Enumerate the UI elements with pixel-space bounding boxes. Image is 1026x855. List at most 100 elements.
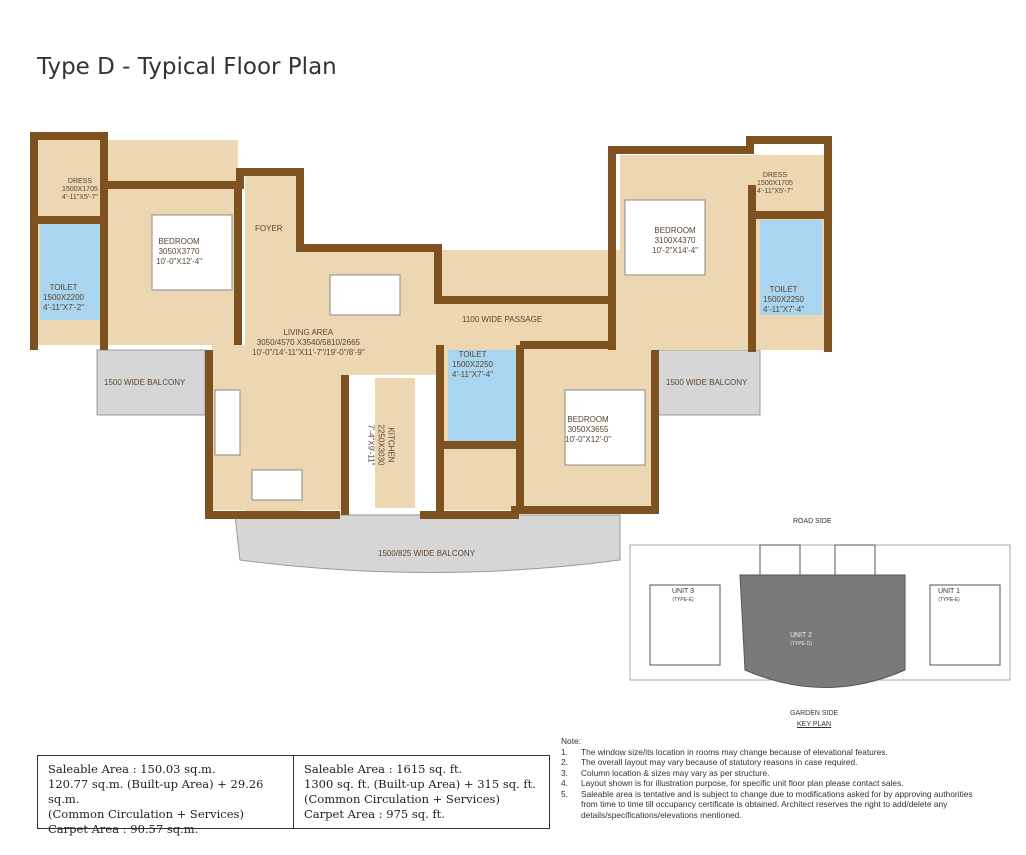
note-text: The overall layout may vary because of s… bbox=[581, 757, 858, 767]
note-text: Saleable area is tentative and is subjec… bbox=[581, 788, 973, 820]
note-text: Column location & sizes may vary as per … bbox=[581, 767, 770, 778]
label-line: 4'-11"X7'-4" bbox=[763, 305, 805, 314]
label-line: 10'-0"X12'-0" bbox=[565, 435, 612, 444]
balcony-left bbox=[96, 349, 206, 416]
label-line: 10'-0"/14'-11"X11'-7"/19'-0"/8'-9" bbox=[252, 348, 365, 357]
label-line: 4'-11"X7'-4" bbox=[452, 370, 494, 379]
note-item: 1. The window size/its location in rooms … bbox=[561, 747, 991, 758]
area-table: Saleable Area : 150.03 sq.m.120.77 sq.m.… bbox=[37, 755, 550, 836]
label-line: TOILET bbox=[769, 285, 798, 294]
label-line: 2250X3030 bbox=[376, 424, 386, 466]
label-line: TOILET bbox=[49, 283, 78, 292]
label-line: 4'-11"X7'-2" bbox=[43, 303, 85, 312]
notes-list: 1. The window size/its location in rooms … bbox=[561, 747, 991, 821]
area-line: 120.77 sq.m. (Built-up Area) + 29.26 sq.… bbox=[48, 777, 264, 806]
label-line: 10'-0"X12'-4" bbox=[156, 257, 203, 266]
area-line: Carpet Area : 90.57 sq.m. bbox=[48, 822, 199, 836]
note-item: 2. The overall layout may vary because of… bbox=[561, 757, 991, 768]
label-line: KITCHEN bbox=[386, 427, 396, 463]
sofa-bottom bbox=[251, 469, 303, 501]
label-line: 3050X3655 bbox=[567, 425, 609, 434]
balcony-bottom-label: 1500/825 WIDE BALCONY bbox=[378, 549, 475, 558]
balcony-bottom bbox=[234, 514, 621, 573]
label-line: 3100X4370 bbox=[654, 236, 696, 245]
bed-left bbox=[151, 214, 233, 291]
area-line: (Common Circulation + Services) bbox=[48, 807, 244, 821]
label-line: BEDROOM bbox=[654, 226, 696, 235]
unit-type: (TYPE-E) bbox=[938, 597, 960, 603]
bed-right bbox=[624, 199, 706, 276]
label-line: LIVING AREA bbox=[283, 328, 334, 337]
key-plan-garden-side: GARDEN SIDE bbox=[790, 710, 839, 717]
unit-name: UNIT 3 bbox=[672, 588, 695, 595]
note-number: 3. bbox=[561, 767, 568, 778]
note-text: The window size/its location in rooms ma… bbox=[581, 746, 888, 757]
label-line: BEDROOM bbox=[158, 237, 200, 246]
note-item: 4. Layout shown is for illustration purpo… bbox=[561, 778, 991, 789]
label-line: DRESS bbox=[762, 172, 788, 179]
label-line: BEDROOM bbox=[567, 415, 609, 424]
label-line: 1500X2250 bbox=[763, 295, 804, 304]
notes: Note: 1. The window size/its location in … bbox=[561, 736, 991, 820]
note-number: 5. bbox=[561, 788, 568, 799]
label-line: 3050X3770 bbox=[158, 247, 200, 256]
note-number: 2. bbox=[561, 757, 568, 767]
balcony-left-label: 1500 WIDE BALCONY bbox=[104, 378, 186, 387]
note-number: 1. bbox=[561, 746, 568, 757]
label-line: 1500X2200 bbox=[43, 293, 84, 302]
foyer-label: FOYER bbox=[255, 224, 283, 233]
key-plan-title: KEY PLAN bbox=[797, 721, 832, 728]
key-plan-unit3: UNIT 3 (TYPE-E) bbox=[672, 588, 694, 604]
walls bbox=[30, 132, 832, 519]
label-line: TOILET bbox=[458, 350, 487, 359]
unit-name: UNIT 1 bbox=[938, 588, 961, 595]
key-plan-road-side: ROAD SIDE bbox=[793, 518, 832, 525]
label-line: 7'-4"X9'-11" bbox=[366, 424, 376, 466]
label-line: DRESS bbox=[67, 178, 93, 185]
area-line: 1300 sq. ft. (Built-up Area) + 315 sq. f… bbox=[304, 777, 536, 791]
area-line: Saleable Area : 150.03 sq.m. bbox=[48, 762, 216, 776]
balcony-right-label: 1500 WIDE BALCONY bbox=[666, 378, 748, 387]
label-line: 10'-2"X14'-4" bbox=[652, 246, 699, 255]
kitchen-floor bbox=[375, 378, 415, 508]
dining-table bbox=[329, 274, 401, 316]
toilet-center-floor bbox=[448, 350, 516, 445]
unit-type: (TYPE-D) bbox=[790, 641, 812, 647]
area-metric: Saleable Area : 150.03 sq.m.120.77 sq.m.… bbox=[38, 756, 293, 836]
label-line: 1500X1705 bbox=[757, 180, 793, 187]
notes-heading: Note: bbox=[561, 736, 582, 746]
note-item: 3. Column location & sizes may vary as pe… bbox=[561, 768, 991, 779]
area-imperial: Saleable Area : 1615 sq. ft.1300 sq. ft.… bbox=[293, 756, 549, 828]
area-line: Carpet Area : 975 sq. ft. bbox=[304, 807, 445, 821]
bed-bottom bbox=[564, 389, 646, 466]
toilet-left-floor bbox=[40, 220, 100, 320]
sofa bbox=[214, 389, 241, 456]
note-item: 5. Saleable area is tentative and is subj… bbox=[561, 789, 991, 821]
key-plan-drawing bbox=[629, 544, 1011, 688]
toilet-right-floor bbox=[760, 220, 822, 315]
unit-type: (TYPE-E) bbox=[672, 597, 694, 603]
passage-label: 1100 WIDE PASSAGE bbox=[462, 315, 543, 324]
label-line: 3050/4570 X3540/5810/2665 bbox=[256, 338, 360, 347]
key-plan-unit1: UNIT 1 (TYPE-E) bbox=[938, 588, 960, 604]
label-line: 4'-11"X5'-7" bbox=[62, 194, 98, 201]
area-line: (Common Circulation + Services) bbox=[304, 792, 500, 806]
note-text: Layout shown is for illustration purpose… bbox=[581, 778, 904, 788]
label-line: 4'-11"X5'-7" bbox=[757, 188, 793, 195]
label-line: 1500X2250 bbox=[452, 360, 493, 369]
unit-name: UNIT 2 bbox=[790, 632, 813, 639]
key-plan-unit2: UNIT 2 (TYPE-D) bbox=[790, 632, 812, 648]
note-number: 4. bbox=[561, 778, 568, 788]
label-line: 1500X1705 bbox=[62, 186, 98, 193]
